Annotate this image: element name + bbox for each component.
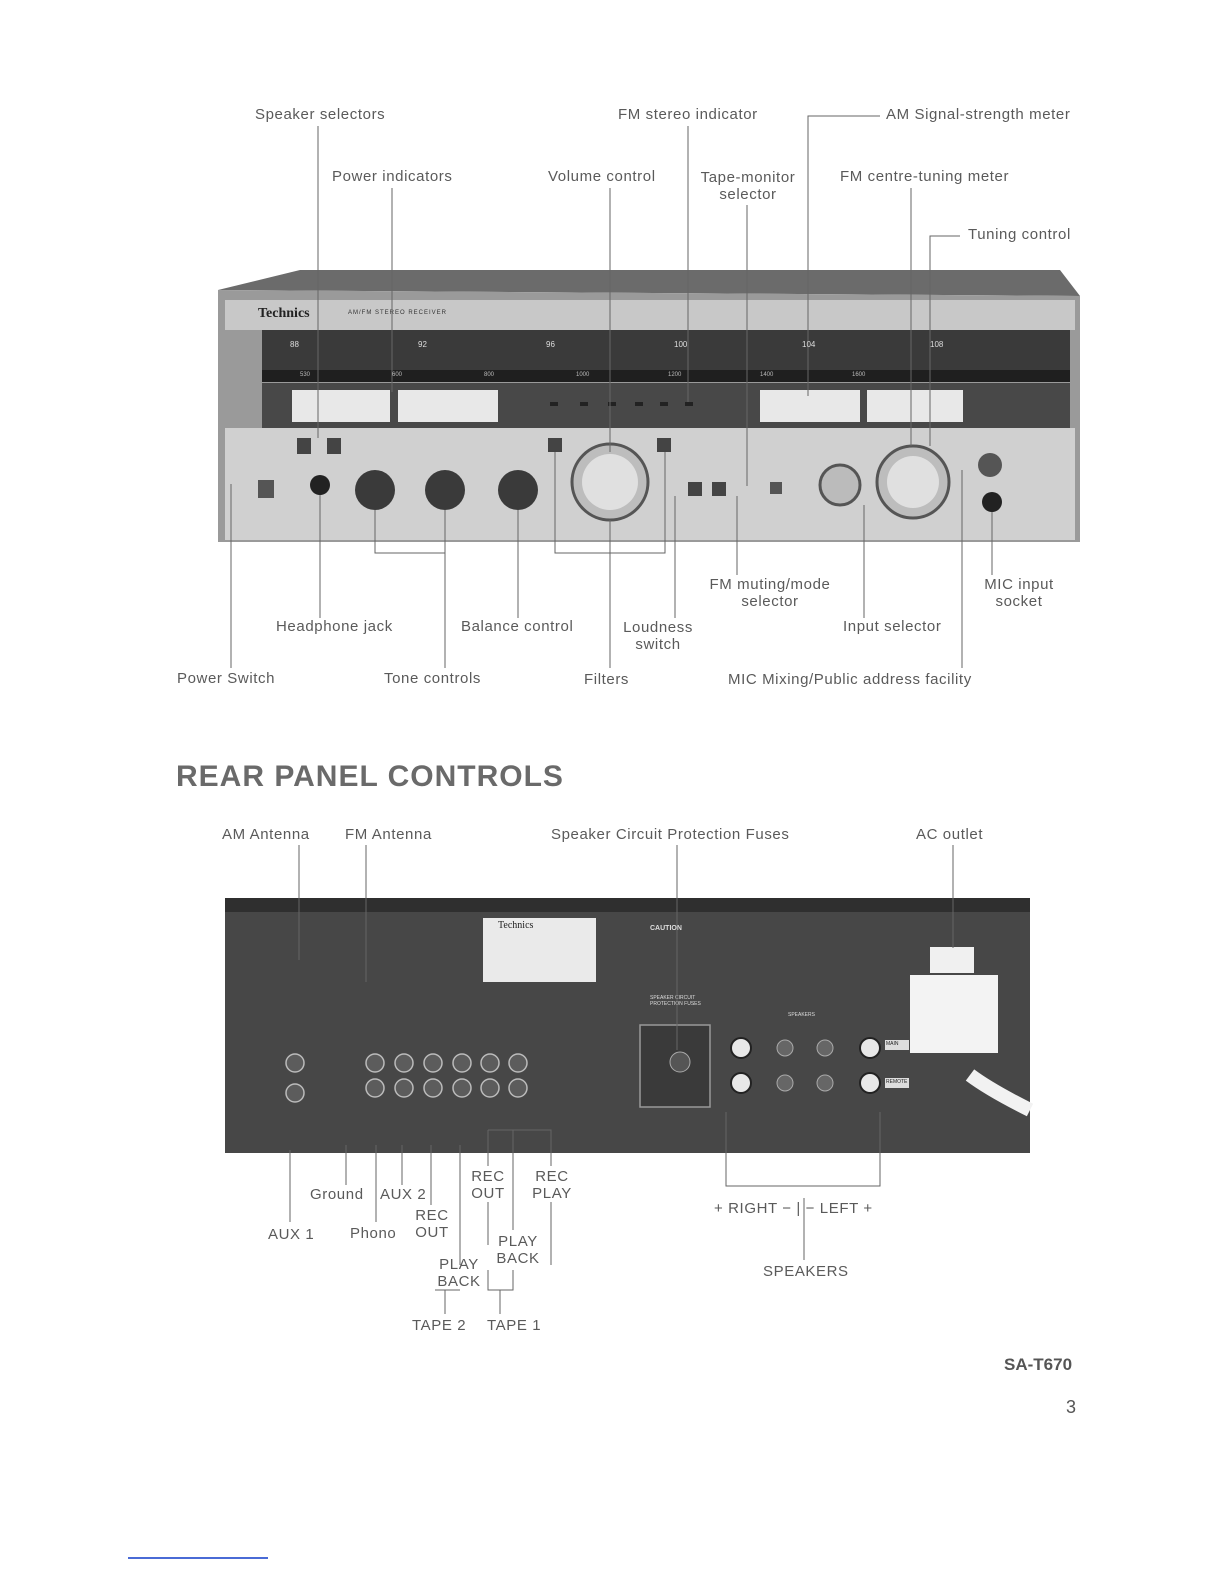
am-scale-mark: 600 — [392, 372, 403, 378]
label-fm-antenna: FM Antenna — [345, 826, 432, 843]
label-loudness-switch: Loudness switch — [623, 619, 693, 653]
model-number: SA-T670 — [1004, 1355, 1073, 1374]
rear-speakers-label: SPEAKERS — [788, 1012, 815, 1018]
label-play-back-tape2: PLAY BACK — [437, 1256, 481, 1290]
label-speakers: SPEAKERS — [763, 1263, 849, 1280]
page-number: 3 — [1066, 1397, 1077, 1417]
fm-scale-mark: 96 — [546, 340, 555, 349]
label-power-indicators: Power indicators — [332, 168, 453, 185]
page-heading: REAR PANEL CONTROLS — [176, 760, 564, 793]
label-aux1: AUX 1 — [268, 1226, 315, 1243]
am-scale-mark: 1200 — [668, 372, 682, 378]
rear-remote-label: REMOTE — [886, 1079, 908, 1085]
label-filters: Filters — [584, 671, 630, 688]
front-brand: Technics — [258, 306, 310, 321]
label-headphone-jack: Headphone jack — [276, 618, 393, 635]
label-tape-monitor-selector: Tape-monitor selector — [700, 169, 796, 203]
label-play-back-tape1: PLAY BACK — [496, 1233, 540, 1267]
fm-scale-mark: 108 — [930, 340, 944, 349]
label-fm-muting-mode-selector: FM muting/mode selector — [709, 576, 831, 610]
am-scale-mark: 1400 — [760, 372, 774, 378]
label-phono: Phono — [350, 1225, 397, 1242]
footer-rule — [128, 1557, 268, 1559]
fm-scale-mark: 100 — [674, 340, 688, 349]
label-rec-out-tape2: REC OUT — [415, 1207, 449, 1241]
label-volume-control: Volume control — [548, 168, 656, 185]
label-mic-mixing: MIC Mixing/Public address facility — [728, 671, 972, 688]
label-am-antenna: AM Antenna — [222, 826, 310, 843]
label-tone-controls: Tone controls — [384, 670, 482, 687]
rear-brand: Technics — [498, 920, 534, 931]
fm-scale-mark: 104 — [802, 340, 816, 349]
label-tape2: TAPE 2 — [412, 1317, 467, 1334]
label-rec-play: REC PLAY — [532, 1168, 572, 1202]
rear-caution: CAUTION — [650, 925, 682, 932]
label-fm-centre-tuning-meter: FM centre-tuning meter — [840, 168, 1010, 185]
label-right-left: + RIGHT − | − LEFT + — [714, 1200, 873, 1217]
label-rec-out-tape1: REC OUT — [471, 1168, 505, 1202]
label-tuning-control: Tuning control — [968, 226, 1071, 243]
label-speaker-selectors: Speaker selectors — [255, 106, 386, 123]
rear-main-label: MAIN — [886, 1041, 899, 1047]
label-speaker-fuses: Speaker Circuit Protection Fuses — [551, 826, 790, 843]
rear-fuse-label: SPEAKER CIRCUIT PROTECTION FUSES — [650, 995, 701, 1007]
fm-scale-mark: 88 — [290, 340, 299, 349]
label-aux2: AUX 2 — [380, 1186, 427, 1203]
label-tape1: TAPE 1 — [487, 1317, 542, 1334]
label-ac-outlet: AC outlet — [916, 826, 984, 843]
label-fm-stereo-indicator: FM stereo indicator — [618, 106, 758, 123]
label-input-selector: Input selector — [843, 618, 942, 635]
label-ground: Ground — [310, 1186, 364, 1203]
label-mic-input-socket: MIC input socket — [984, 576, 1054, 610]
fm-scale-mark: 92 — [418, 340, 427, 349]
front-subtitle: AM/FM STEREO RECEIVER — [348, 310, 448, 316]
am-scale-mark: 530 — [300, 372, 311, 378]
am-scale-mark: 1000 — [576, 372, 590, 378]
am-scale-mark: 1600 — [852, 372, 866, 378]
label-power-switch: Power Switch — [177, 670, 276, 687]
label-balance-control: Balance control — [461, 618, 574, 635]
am-scale-mark: 800 — [484, 372, 495, 378]
label-am-signal-meter: AM Signal-strength meter — [886, 106, 1071, 123]
